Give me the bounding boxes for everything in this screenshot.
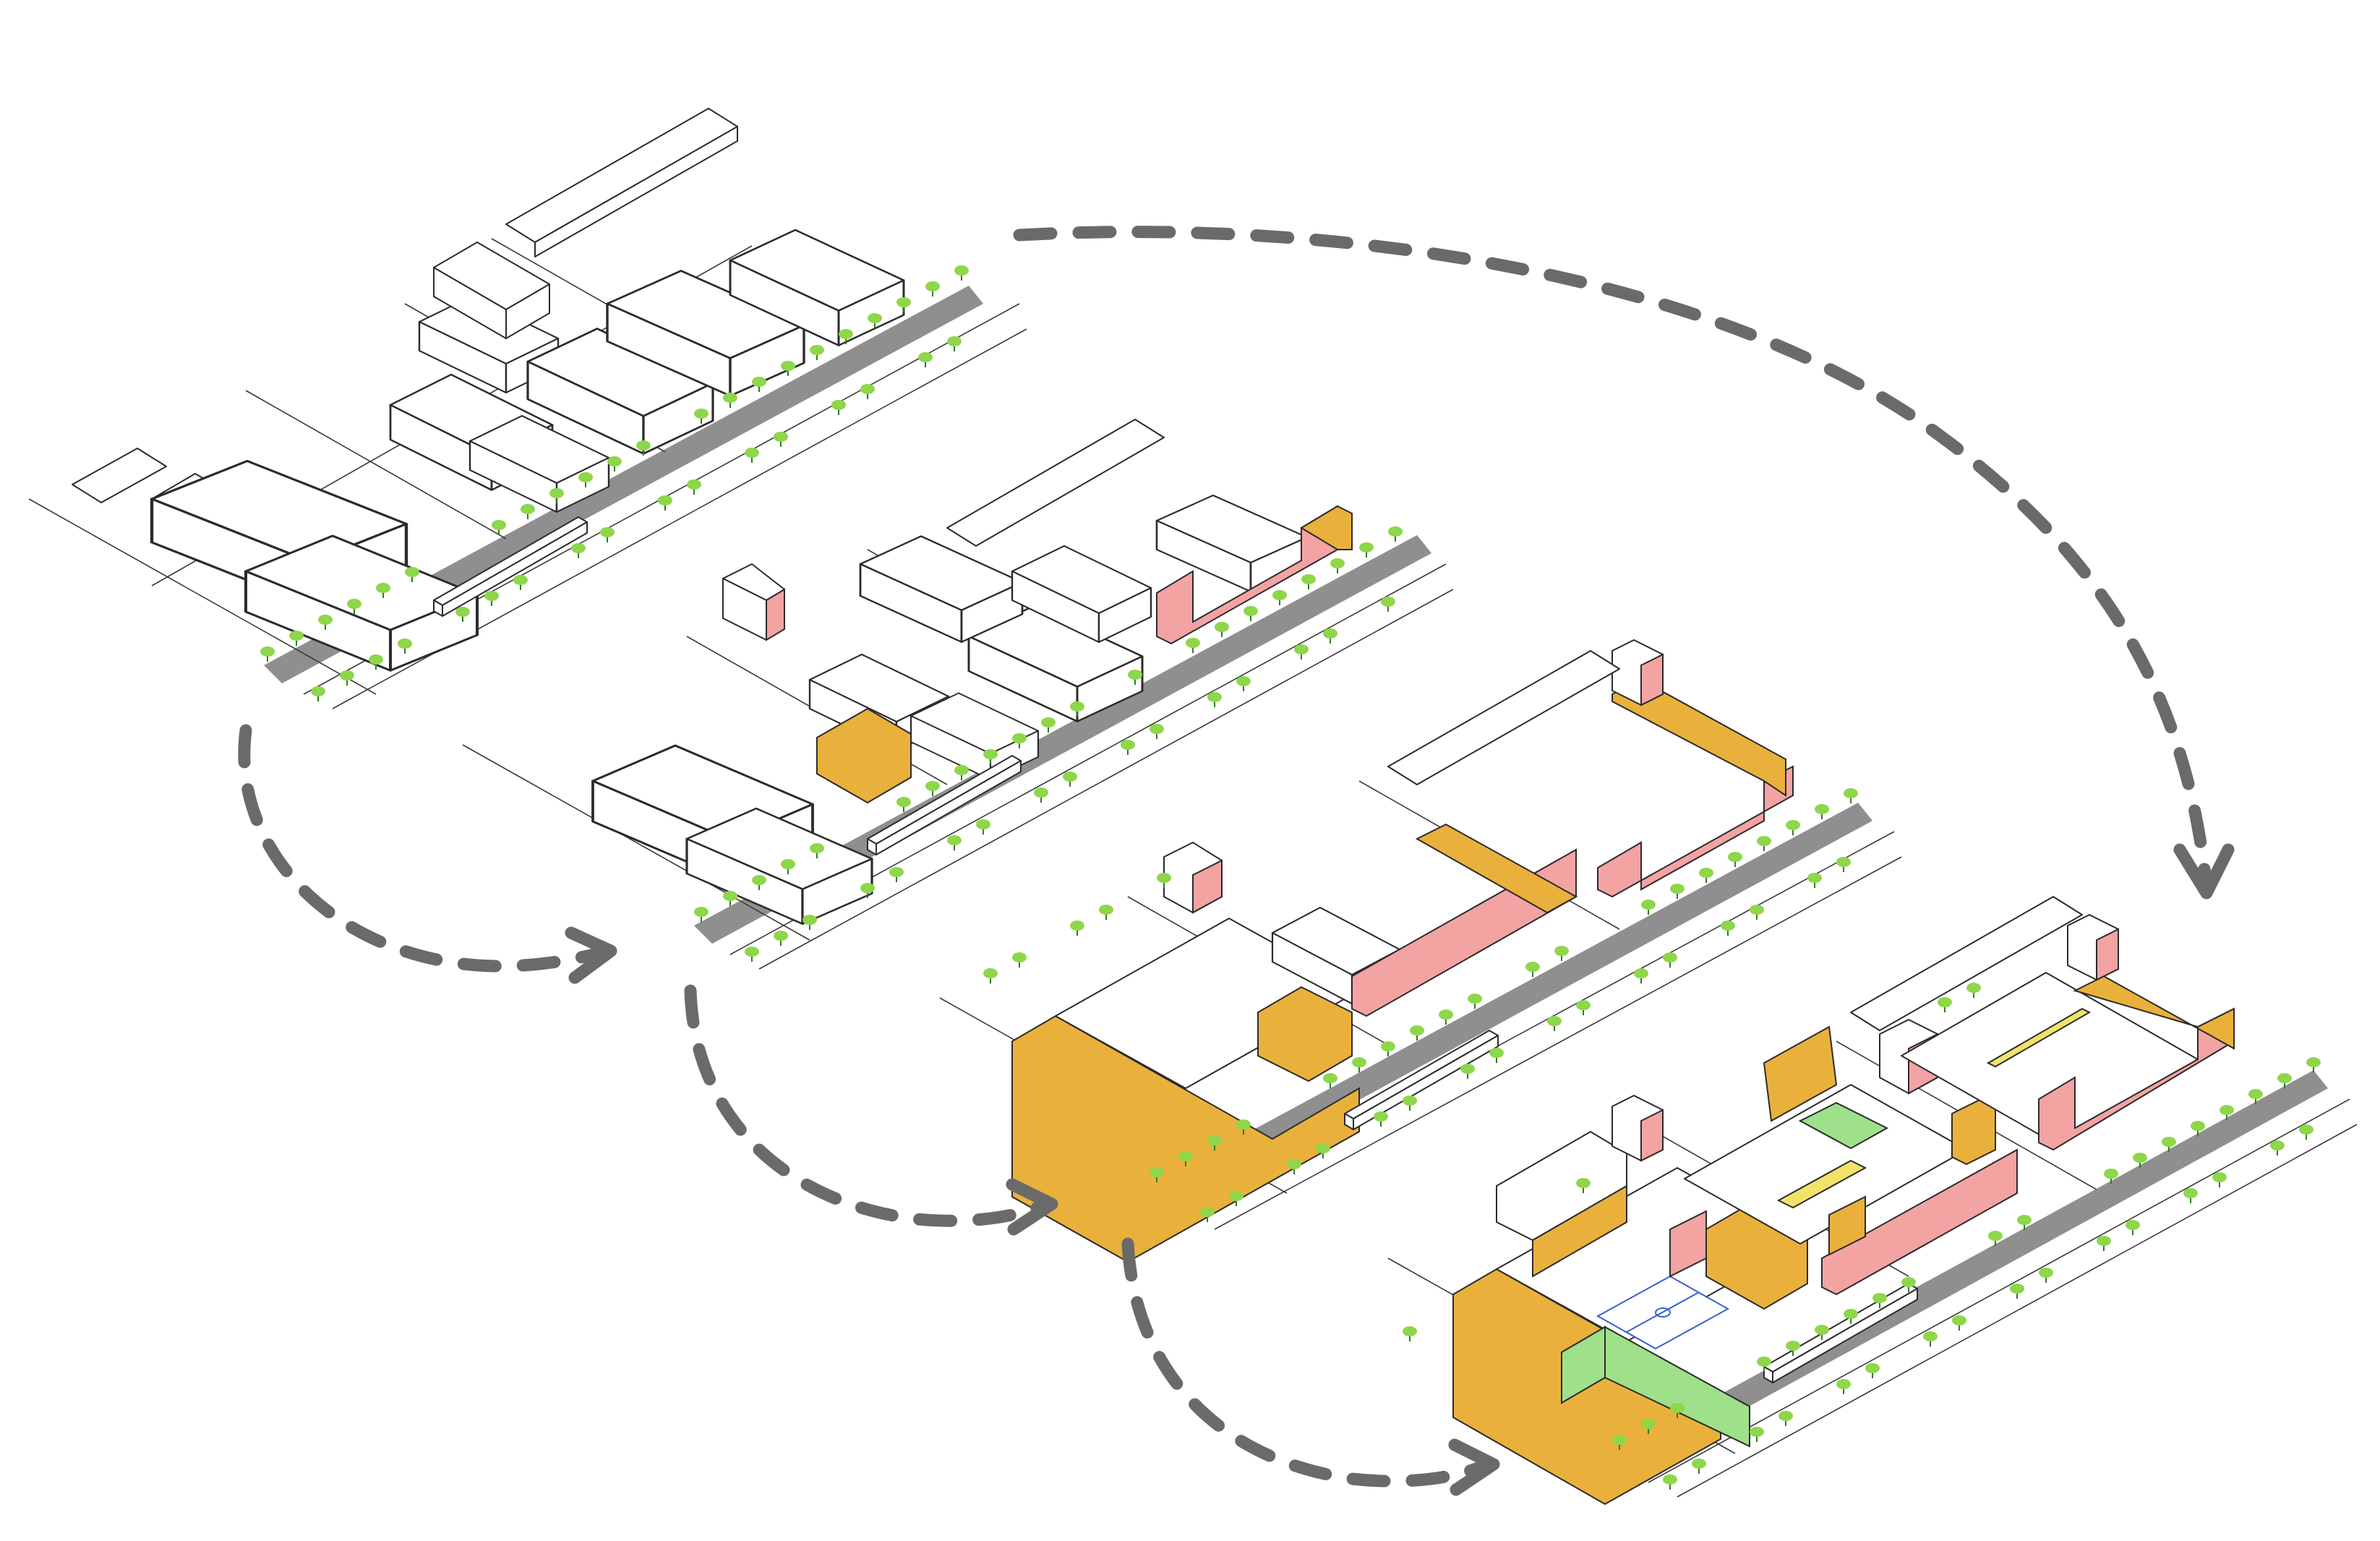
phase-arrow-3-4: [1121, 1237, 1500, 1496]
tram-icon: [1763, 1283, 1918, 1383]
dashed-arrow-icon: [238, 724, 607, 973]
panel-stage-4: [1387, 896, 2358, 1506]
phase-arrow-2-3: [684, 984, 1058, 1236]
panel-stage-2: [462, 419, 1454, 970]
panel-stage-3: [939, 639, 1902, 1263]
panel-stage-1: [28, 108, 1027, 709]
dashed-arrow-icon: [1121, 1237, 1489, 1487]
dashed-arrow-icon: [684, 984, 1048, 1227]
phase-arrow-1-2: [238, 724, 617, 984]
phase-arrow-overall: [1013, 226, 2235, 900]
commercial-block: [1821, 1148, 2018, 1296]
residential-block: [816, 707, 912, 804]
